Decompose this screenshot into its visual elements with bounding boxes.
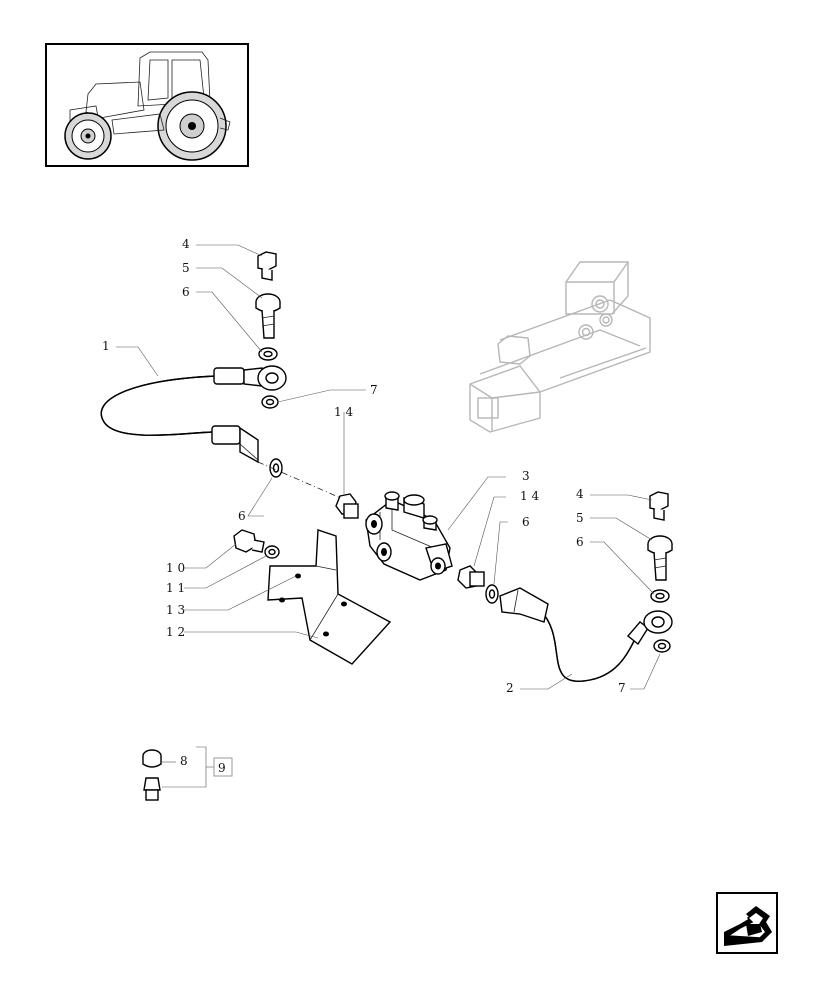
hose-2[interactable] (499, 587, 673, 682)
valve-3[interactable] (365, 491, 453, 581)
label-1: 1 (102, 339, 110, 353)
tractor-thumbnail[interactable] (45, 43, 249, 167)
label-12: 1 2 (166, 625, 185, 639)
label-3: 3 (522, 469, 530, 483)
banjo-bolt-upper-left[interactable] (255, 251, 281, 361)
label-13: 1 3 (166, 603, 185, 617)
alignment-line (257, 461, 351, 503)
label-4-right: 4 (576, 487, 584, 501)
washer-6-right[interactable] (485, 584, 499, 604)
label-6-upper: 6 (182, 285, 190, 299)
adapter-14-right[interactable] (457, 565, 485, 589)
fitting-8[interactable] (143, 777, 161, 801)
cap-8[interactable] (142, 749, 162, 768)
washer-11[interactable] (264, 545, 280, 559)
label-6-right: 6 (522, 515, 530, 529)
banjo-bolt-right[interactable] (647, 491, 673, 603)
label-2: 2 (506, 681, 514, 695)
next-page-arrow-icon[interactable] (716, 892, 778, 954)
callouts: 4 5 6 1 7 1 4 6 3 1 4 6 4 5 6 2 7 1 0 1 … (102, 237, 626, 777)
label-10: 1 0 (166, 561, 185, 575)
label-11: 1 1 (166, 581, 185, 595)
bracket-12[interactable] (267, 529, 392, 665)
label-4-upper: 4 (182, 237, 190, 251)
label-14-left: 1 4 (334, 405, 353, 419)
label-7-upper: 7 (370, 383, 378, 397)
ghost-valve-block (469, 261, 651, 433)
adapter-14-left[interactable] (335, 493, 359, 519)
leader-lines (116, 244, 661, 788)
label-9: 9 (218, 761, 226, 775)
label-8: 8 (180, 754, 188, 768)
washer-6-mid[interactable] (269, 458, 283, 478)
screw-10[interactable] (233, 529, 265, 553)
label-14-right: 1 4 (520, 489, 539, 503)
label-7-right: 7 (618, 681, 626, 695)
label-5-upper: 5 (182, 261, 190, 275)
label-6-mid: 6 (238, 509, 246, 523)
washer-7-right[interactable] (653, 639, 671, 653)
hose-1[interactable] (100, 365, 287, 464)
label-9-box (213, 757, 233, 777)
washer-7-upper[interactable] (261, 395, 279, 409)
label-6-right-bolt: 6 (576, 535, 584, 549)
label-5-right: 5 (576, 511, 584, 525)
